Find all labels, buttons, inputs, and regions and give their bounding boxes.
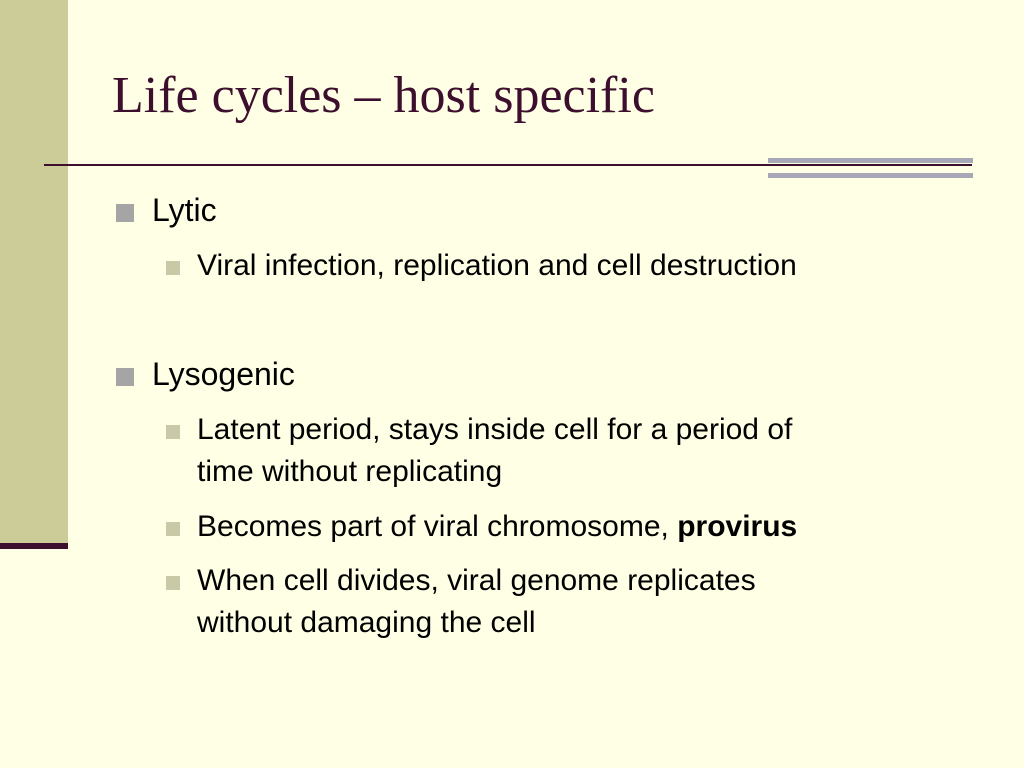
sub-bullet-text-line2: without damaging the cell xyxy=(197,606,536,639)
sub-bullet-text: Becomes part of viral chromosome, provir… xyxy=(197,506,797,548)
left-decorative-band xyxy=(0,0,68,545)
sub-bullet-bold-term: provirus xyxy=(677,510,798,543)
square-bullet-icon xyxy=(166,522,180,536)
square-bullet-icon xyxy=(166,261,180,275)
sub-bullet-text-line1: Latent period, stays inside cell for a p… xyxy=(197,413,793,446)
sub-bullet-plain: Becomes part of viral chromosome, xyxy=(197,510,678,543)
square-bullet-icon xyxy=(166,425,180,439)
square-bullet-icon xyxy=(116,204,134,222)
sub-bullet-text-line2: time without replicating xyxy=(197,455,503,488)
square-bullet-icon xyxy=(166,576,180,590)
slide-title: Life cycles – host specific xyxy=(112,67,655,124)
title-accent-bars xyxy=(768,158,973,178)
left-band-rule xyxy=(0,543,68,549)
title-underline xyxy=(44,164,972,166)
bullet-label: Lysogenic xyxy=(152,356,295,392)
accent-bar-bottom xyxy=(768,173,973,178)
sub-bullet-text: Viral infection, replication and cell de… xyxy=(197,249,797,282)
square-bullet-icon xyxy=(116,368,134,386)
sub-bullet-text-line1: When cell divides, viral genome replicat… xyxy=(197,564,756,597)
accent-bar-top xyxy=(768,158,973,163)
bullet-label: Lytic xyxy=(152,192,217,228)
